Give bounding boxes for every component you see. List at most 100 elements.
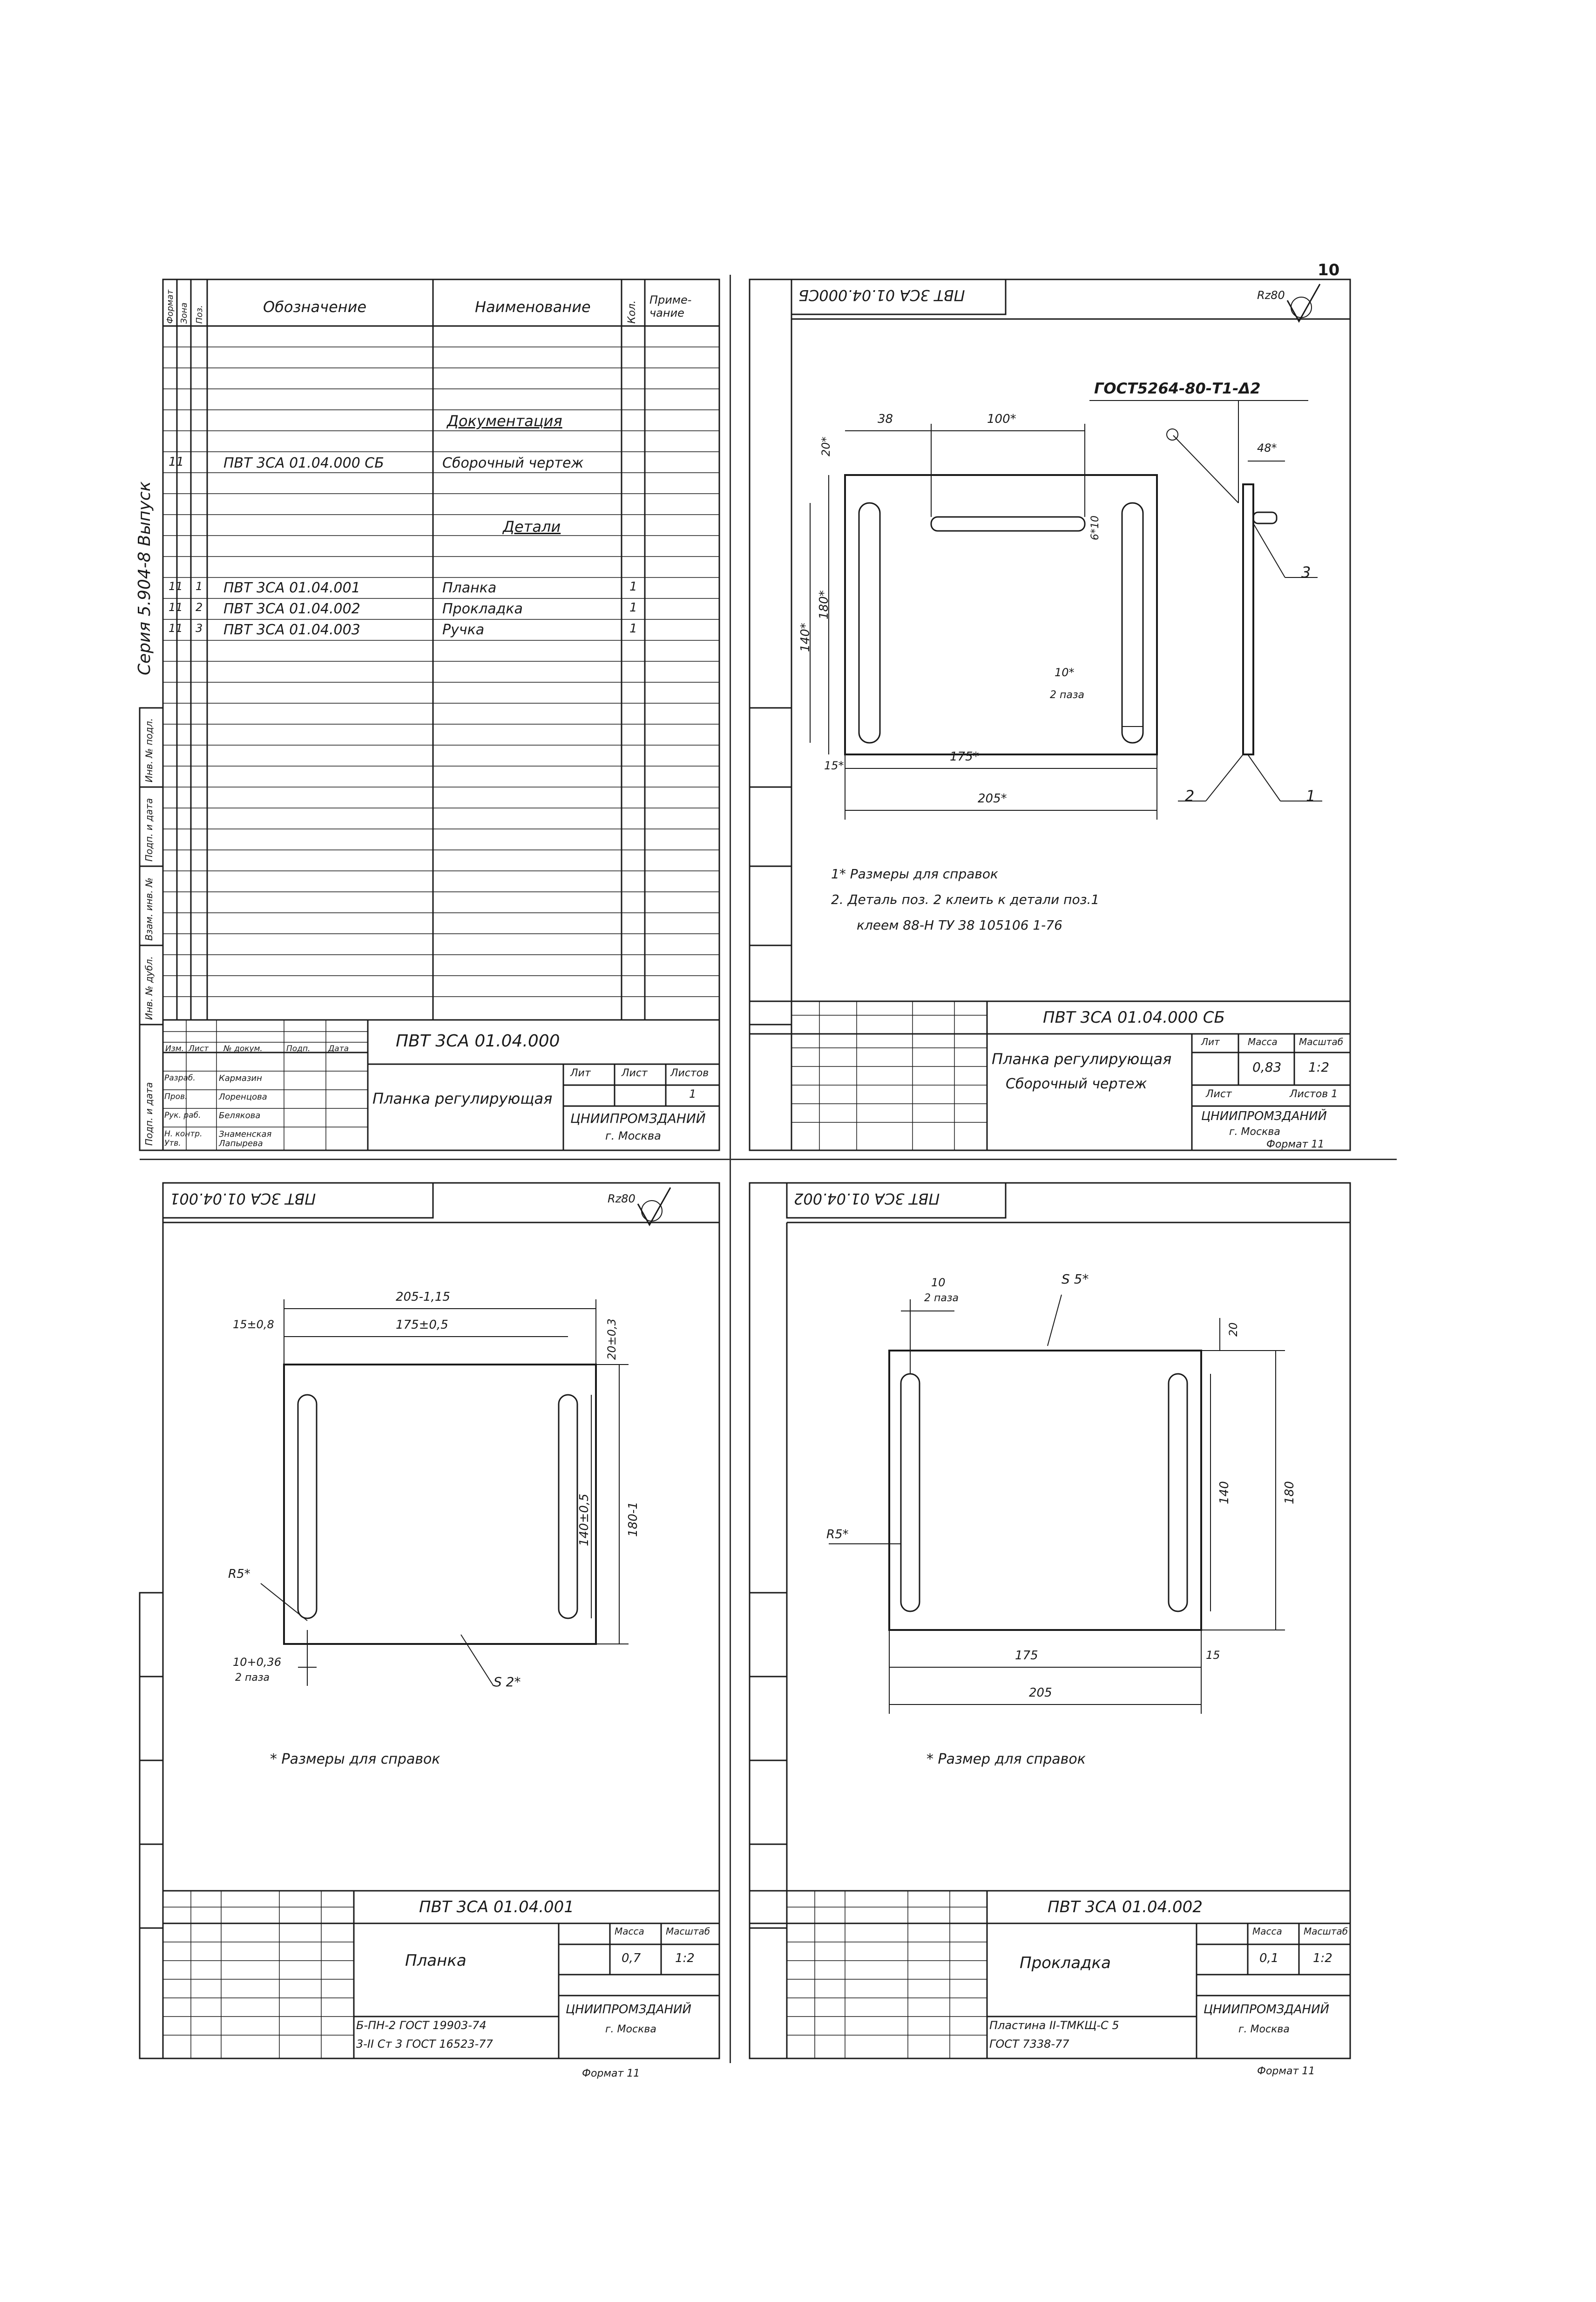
assembly-dim: 20*	[819, 436, 832, 456]
plank-h-scale: Масштаб	[666, 1926, 710, 1937]
side-label: Инв. № подл.	[143, 718, 155, 782]
assembly-dim: 140*	[798, 623, 812, 652]
assembly-h-mass: Масса	[1248, 1036, 1278, 1047]
gasket-dim: 205	[1029, 1686, 1052, 1700]
assembly-note: 2. Деталь поз. 2 клеить к детали поз.1	[831, 892, 1100, 907]
spec-person: Белякова	[219, 1111, 261, 1120]
plank-note: * Размеры для справок	[270, 1751, 440, 1767]
plank-dim: R5*	[228, 1567, 250, 1581]
spec-person: Лоренцова	[219, 1092, 267, 1102]
gasket-dim: 175	[1015, 1649, 1038, 1663]
spec-section-docs: Документация	[447, 412, 562, 430]
plank-dim: 20±0,3	[605, 1318, 618, 1360]
assembly-mass: 0,83	[1252, 1059, 1282, 1075]
assembly-h-lit: Лит	[1201, 1036, 1220, 1047]
gasket-dim: 2 паза	[924, 1292, 959, 1304]
spec-col-list: Лист	[189, 1044, 209, 1053]
gasket-dim: R5*	[826, 1528, 849, 1541]
gasket-format: Формат 11	[1257, 2065, 1315, 2077]
spec-header-zone: Зона	[179, 302, 189, 324]
plank-material: 3-II Ст 3 ГОСТ 16523-77	[356, 2037, 493, 2051]
assembly-scale: 1:2	[1308, 1059, 1330, 1075]
assembly-name: Планка регулирующая	[992, 1050, 1172, 1068]
gasket-h-mass: Масса	[1252, 1926, 1282, 1937]
spec-role: Разраб.	[164, 1073, 196, 1083]
spec-role: Пров.	[164, 1092, 188, 1101]
plank-scale: 1:2	[675, 1951, 695, 1965]
gasket-code: ПВТ 3СА 01.04.002	[1048, 1898, 1203, 1916]
spec-header-name: Наименование	[475, 298, 591, 316]
side-label: Подп. и дата	[143, 1082, 155, 1146]
gasket-mass: 0,1	[1259, 1951, 1279, 1965]
assembly-org: ЦНИИПРОМЗДАНИЙ	[1201, 1109, 1327, 1123]
plank-dim: 175±0,5	[396, 1318, 448, 1332]
spec-org: ЦНИИПРОМЗДАНИЙ	[570, 1111, 706, 1126]
spec-col-sign: Подп.	[286, 1044, 311, 1053]
gasket-stamp-top: ПВТ 3СА 01.04.002	[794, 1190, 940, 1208]
plank-dim: 140±0,5	[577, 1494, 591, 1546]
plank-org: ЦНИИПРОМЗДАНИЙ	[566, 2003, 691, 2017]
assembly-pos-label: 3	[1301, 564, 1311, 581]
gasket-note: * Размер для справок	[926, 1751, 1086, 1767]
assembly-dim: 100*	[987, 412, 1016, 426]
assembly-dim: 175*	[950, 750, 979, 764]
assembly-sheets: Листов 1	[1290, 1088, 1338, 1100]
assembly-dim: 10*	[1055, 666, 1075, 679]
plank-name: Планка	[405, 1951, 467, 1970]
plank-code: ПВТ 3СА 01.04.001	[419, 1898, 574, 1916]
assembly-pos-label: 1	[1306, 787, 1316, 805]
assembly-stamp-top: ПВТ 3СА 01.04.000СБ	[798, 286, 965, 304]
spec-header-pos: Поз.	[195, 305, 204, 324]
assembly-dim: 2 паза	[1050, 689, 1085, 701]
spec-section-parts: Детали	[503, 518, 561, 536]
gasket-dim: 180	[1283, 1481, 1297, 1504]
side-label: Взам. инв. №	[143, 877, 155, 941]
spec-col-izm: Изм.	[165, 1044, 184, 1053]
spec-role: Утв.	[164, 1139, 181, 1148]
assembly-dim: 48*	[1257, 441, 1277, 455]
gasket-scale: 1:2	[1313, 1951, 1332, 1965]
plank-dim: S 2*	[494, 1674, 521, 1690]
plank-dim: 180-1	[626, 1501, 640, 1537]
spec-sheets-label: Листов	[670, 1067, 709, 1079]
assembly-h-scale: Масштаб	[1299, 1036, 1344, 1047]
plank-dim: 15±0,8	[233, 1318, 274, 1331]
assembly-dim: 180*	[817, 590, 831, 619]
assembly-weld-label: ГОСТ5264-80-Т1-Δ2	[1094, 380, 1261, 397]
spec-person: Знаменская	[219, 1129, 272, 1139]
spec-lit-label: Лит	[570, 1067, 591, 1079]
gasket-dim: 15	[1206, 1649, 1220, 1662]
spec-header-designation: Обозначение	[263, 298, 367, 316]
assembly-dim: 38	[878, 412, 893, 426]
gasket-h-scale: Масштаб	[1304, 1926, 1348, 1937]
plank-material: Б-ПН-2 ГОСТ 19903-74	[356, 2019, 487, 2032]
spec-header-format: Формат	[165, 289, 175, 324]
plank-dim: 2 паза	[235, 1672, 270, 1684]
assembly-roughness: Rz80	[1257, 289, 1285, 302]
spec-header-note: Приме-чание	[649, 293, 692, 319]
spec-person: Кармазин	[219, 1073, 262, 1083]
assembly-dim: 205*	[978, 792, 1007, 806]
plank-roughness: Rz80	[608, 1192, 636, 1205]
plank-dim: 205-1,15	[396, 1290, 450, 1304]
assembly-note: 1* Размеры для справок	[831, 866, 998, 882]
vertical-separator	[730, 275, 731, 2063]
side-label: Подп. и дата	[143, 798, 155, 862]
gasket-material: Пластина II-ТМКЩ-С 5	[989, 2019, 1119, 2032]
spec-title-code: ПВТ 3СА 01.04.000	[396, 1032, 560, 1051]
gasket-dim: 20	[1227, 1322, 1240, 1337]
spec-role: Рук. раб.	[164, 1111, 201, 1120]
plank-mass: 0,7	[622, 1951, 641, 1965]
plank-h-mass: Масса	[615, 1926, 644, 1937]
side-label: Инв. № дубл.	[143, 956, 155, 1020]
assembly-pos-label: 2	[1185, 787, 1195, 805]
plank-stamp-top: ПВТ 3СА 01.04.001	[170, 1190, 316, 1208]
assembly-code: ПВТ 3СА 01.04.000 СБ	[1043, 1008, 1225, 1027]
gasket-dim: 10	[931, 1276, 946, 1289]
spec-row-docs-format: 11	[169, 455, 184, 469]
spec-col-date: Дата	[328, 1044, 349, 1053]
page-number: 10	[1318, 261, 1340, 279]
gasket-city: г. Москва	[1238, 2024, 1290, 2035]
plank-format: Формат 11	[582, 2068, 640, 2079]
